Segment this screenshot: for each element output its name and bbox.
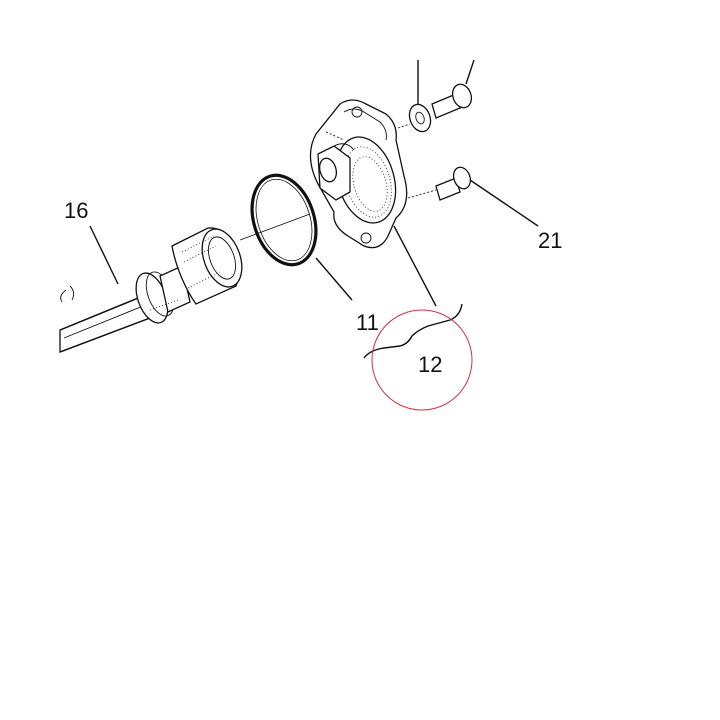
shaft-assembly xyxy=(59,227,243,353)
callout-11: 11 xyxy=(356,310,379,335)
leader-16 xyxy=(89,225,119,285)
bolt-21 xyxy=(407,166,472,201)
callout-16: 16 xyxy=(64,198,88,223)
highlight-circle xyxy=(371,309,473,411)
leader-12 xyxy=(393,225,437,307)
leader-21 xyxy=(469,179,539,227)
o-ring xyxy=(250,173,318,267)
washer-and-bolt xyxy=(397,59,475,133)
callout-12: 12 xyxy=(418,352,442,377)
callout-21: 21 xyxy=(538,228,562,253)
housing-flange xyxy=(309,99,408,249)
leader-11 xyxy=(315,257,353,301)
brace-12 xyxy=(363,303,463,359)
